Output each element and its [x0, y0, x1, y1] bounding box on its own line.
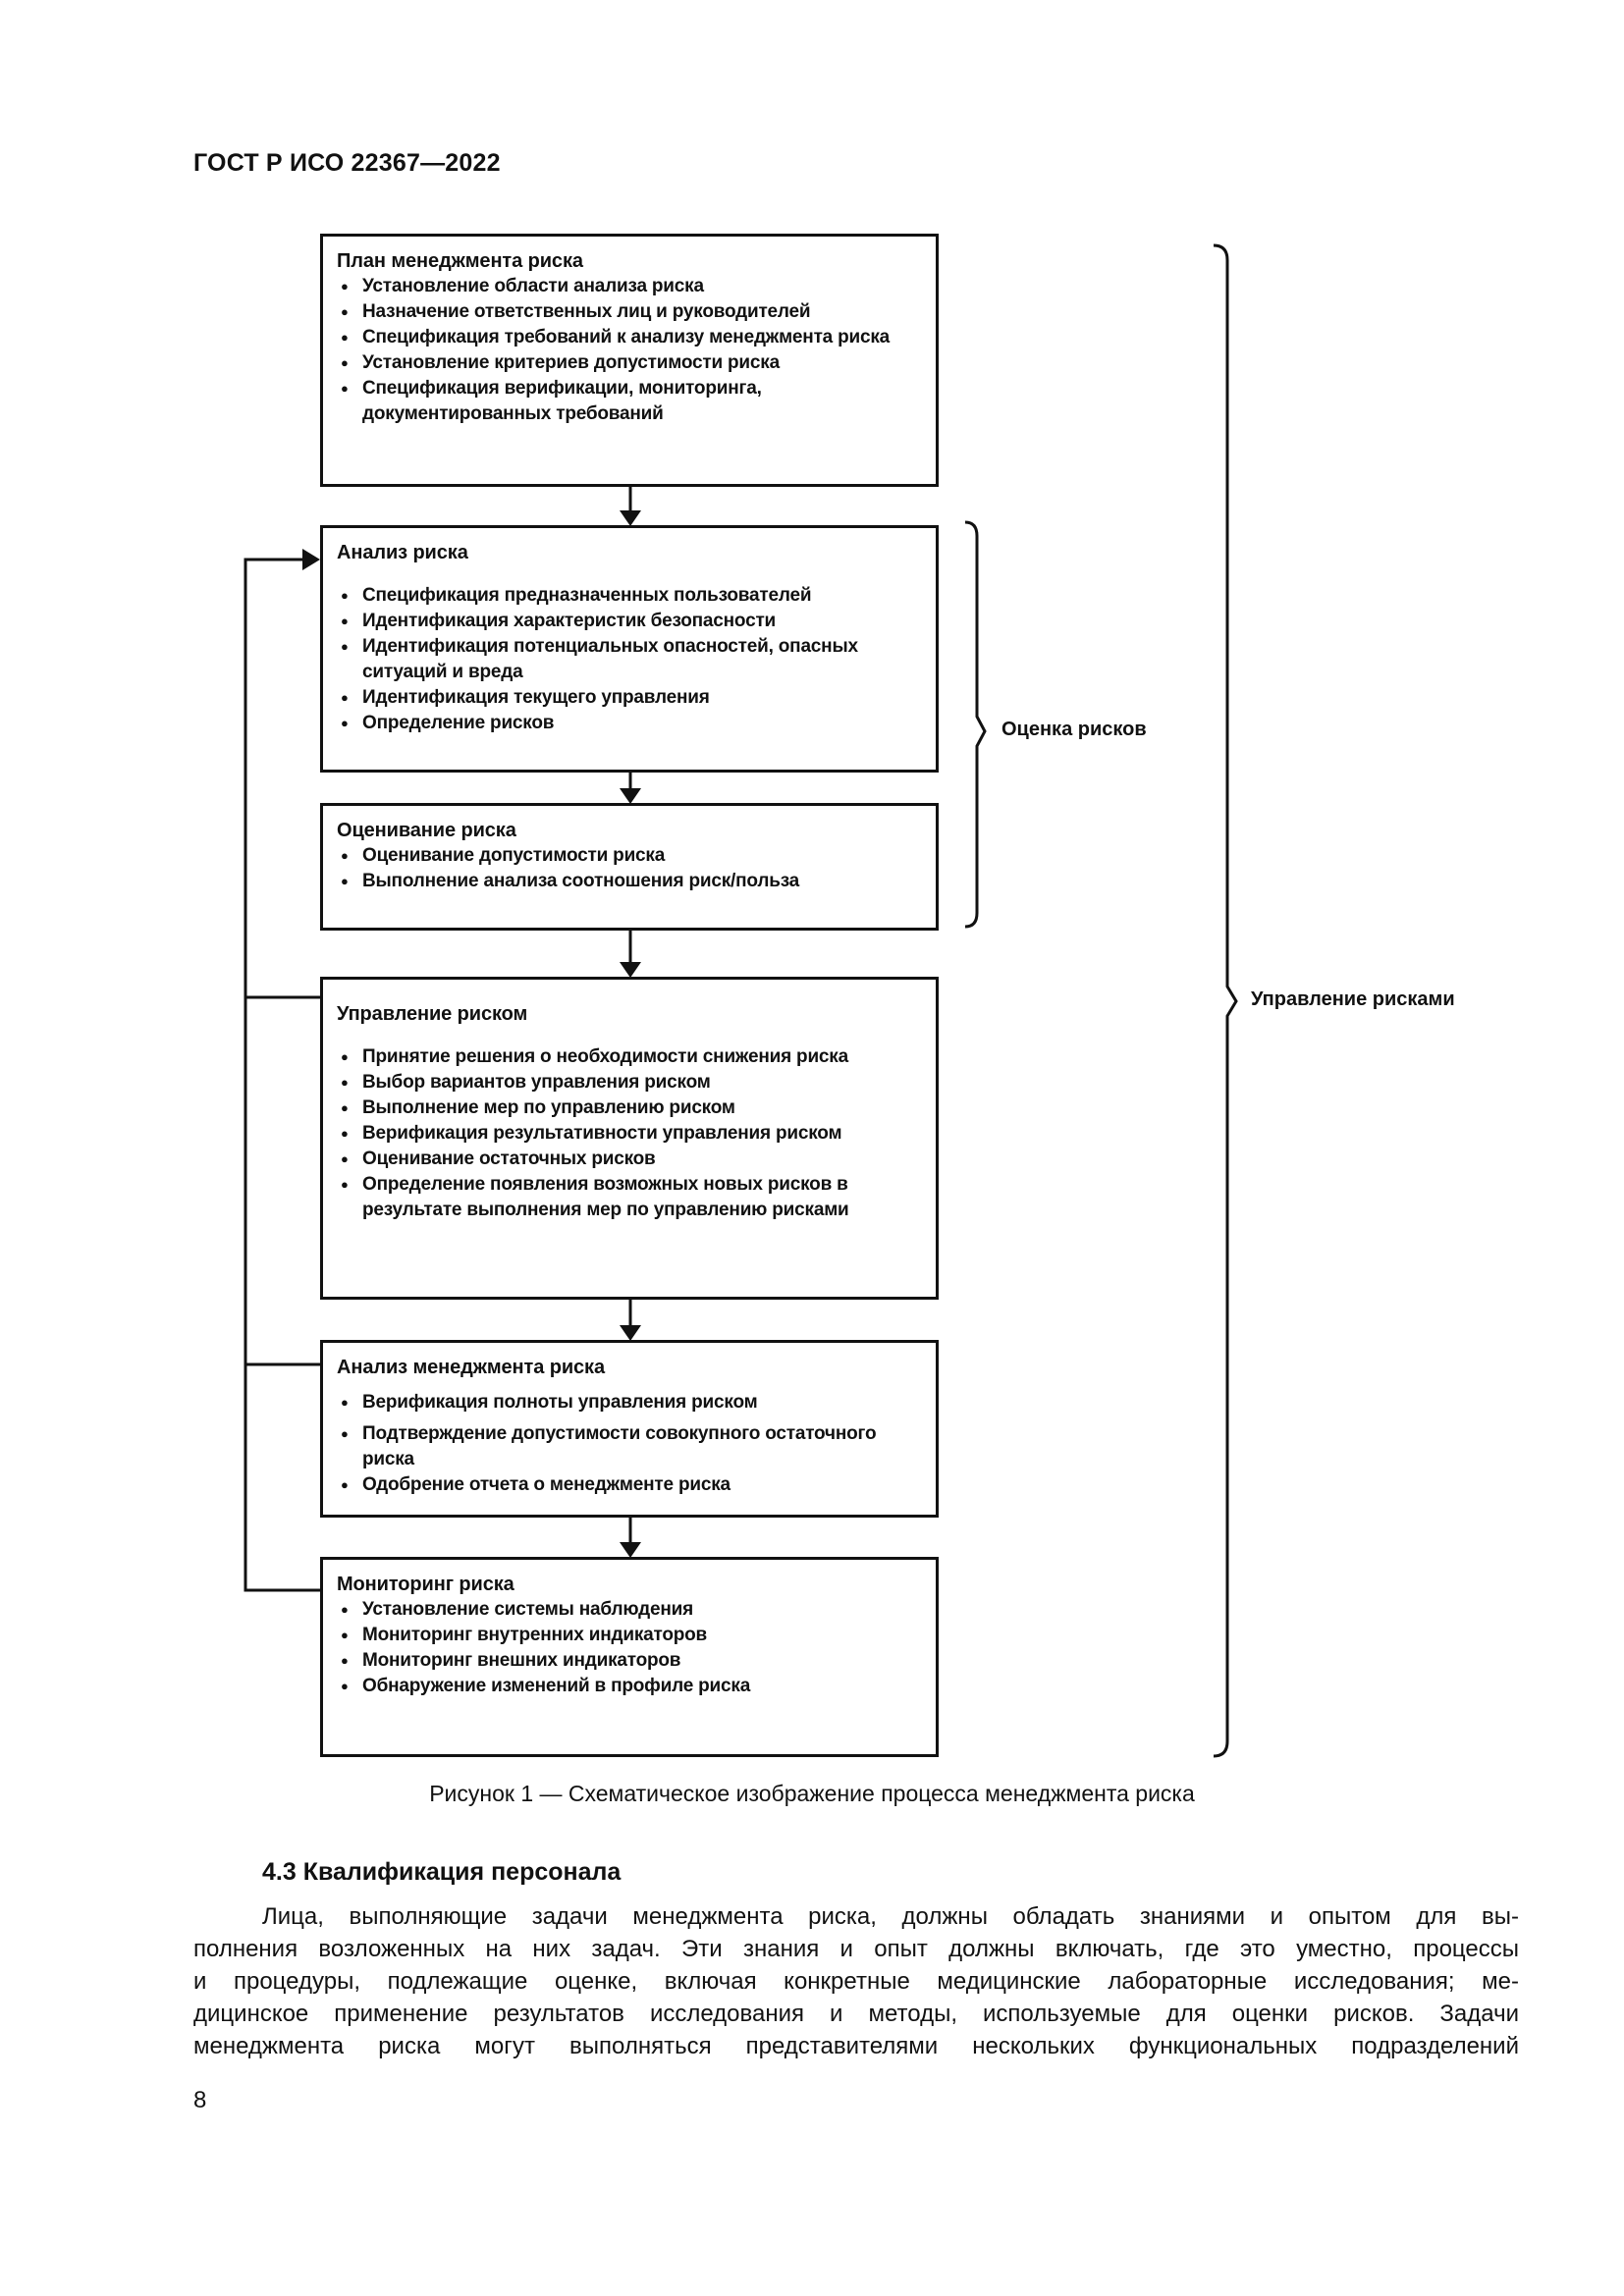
- list-item: Идентификация характеристик безопасности: [337, 609, 922, 634]
- figure-caption: Рисунок 1 — Схематическое изображение пр…: [429, 1781, 1195, 1806]
- box-title: Анализ менеджмента риска: [337, 1357, 605, 1378]
- box-title: Оценивание риска: [337, 820, 516, 841]
- document-header: ГОСТ Р ИСО 22367—2022: [193, 149, 501, 177]
- list-item: Спецификация предназначенных пользовател…: [337, 583, 922, 609]
- list-item: Верификация полноты управления риском: [337, 1390, 922, 1415]
- box-risk-control: Управление риском Принятие решения о нео…: [320, 977, 939, 1300]
- list-item: Одобрение отчета о менеджменте риска: [337, 1472, 922, 1498]
- list-item: Установление области анализа риска: [337, 274, 922, 299]
- box-risk-analysis: Анализ риска Спецификация предназначенны…: [320, 525, 939, 773]
- page-number: 8: [193, 2087, 207, 2113]
- paragraph-line: и процедуры, подлежащие оценке, включая …: [193, 1968, 1519, 1995]
- arrowhead-evaluation: [620, 788, 641, 804]
- list-item: Идентификация текущего управления: [337, 685, 922, 711]
- paragraph-line: Лица, выполняющие задачи менеджмента рис…: [262, 1903, 1519, 1930]
- bracket-management: [1213, 243, 1238, 1758]
- box-risk-evaluation: Оценивание риска Оценивание допустимости…: [320, 803, 939, 931]
- list-item: Выполнение анализа соотношения риск/поль…: [337, 869, 922, 894]
- arrowhead-monitoring: [620, 1542, 641, 1558]
- box-risk-monitoring: Мониторинг риска Установление системы на…: [320, 1557, 939, 1757]
- list-item: Определение рисков: [337, 711, 922, 736]
- paragraph-line: менеджмента риска могут выполняться пред…: [193, 2033, 1519, 2059]
- list-item: Мониторинг внешних индикаторов: [337, 1648, 922, 1674]
- list-item: Установление критериев допустимости риск…: [337, 350, 922, 376]
- list-item: Верификация результативности управления …: [337, 1121, 922, 1147]
- list-item: Подтверждение допустимости совокупного о…: [337, 1421, 922, 1472]
- box-title: Управление риском: [337, 1003, 528, 1025]
- list-item: Оценивание допустимости риска: [337, 843, 922, 869]
- body-paragraph: Лица, выполняющие задачи менеджмента рис…: [193, 1900, 1519, 2062]
- box-risk-management-review: Анализ менеджмента риска Верификация пол…: [320, 1340, 939, 1518]
- list-item: Спецификация верификации, мониторинга, д…: [337, 376, 922, 427]
- bracket-assessment: [964, 520, 987, 929]
- list-item: Идентификация потенциальных опасностей, …: [337, 634, 922, 685]
- box-title: Мониторинг риска: [337, 1574, 514, 1595]
- paragraph-line: полнения возложенных на них задач. Эти з…: [193, 1936, 1519, 1962]
- box-title: Анализ риска: [337, 542, 468, 563]
- list-item: Принятие решения о необходимости снижени…: [337, 1044, 922, 1070]
- paragraph-line: дицинское применение результатов исследо…: [193, 2001, 1519, 2027]
- list-item: Спецификация требований к анализу менедж…: [337, 325, 922, 350]
- box-risk-management-plan: План менеджмента риска Установление обла…: [320, 234, 939, 487]
- list-item: Выполнение мер по управлению риском: [337, 1095, 922, 1121]
- list-item: Установление системы наблюдения: [337, 1597, 922, 1623]
- list-item: Оценивание остаточных рисков: [337, 1147, 922, 1172]
- arrowhead-analysis: [620, 510, 641, 526]
- list-item: Выбор вариантов управления риском: [337, 1070, 922, 1095]
- box-title: План менеджмента риска: [337, 250, 583, 272]
- bracket-label-assessment: Оценка рисков: [1001, 719, 1147, 740]
- list-item: Обнаружение изменений в профиле риска: [337, 1674, 922, 1699]
- bracket-label-management: Управление рисками: [1251, 988, 1455, 1010]
- list-item: Определение появления возможных новых ри…: [337, 1172, 922, 1223]
- arrowhead-control: [620, 962, 641, 978]
- feedback-loop-line: [244, 558, 320, 1592]
- arrowhead-feedback: [302, 549, 320, 570]
- list-item: Назначение ответственных лиц и руководит…: [337, 299, 922, 325]
- arrowhead-review: [620, 1325, 641, 1341]
- section-heading: 4.3 Квалификация персонала: [262, 1858, 622, 1886]
- list-item: Мониторинг внутренних индикаторов: [337, 1623, 922, 1648]
